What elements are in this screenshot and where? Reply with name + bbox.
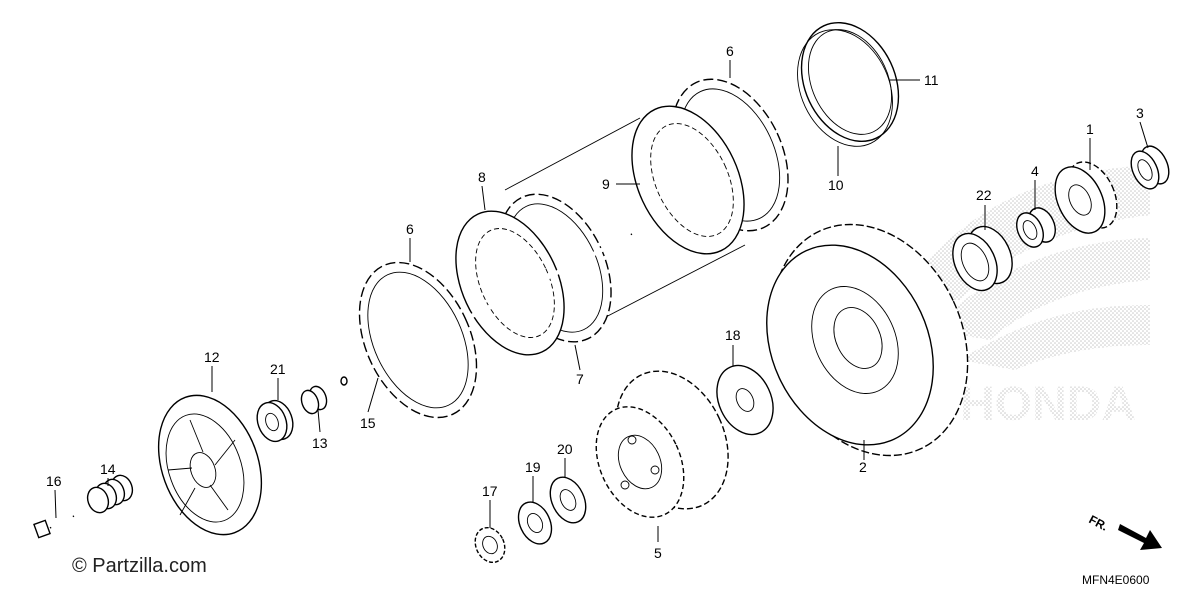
callout-8: 8 xyxy=(478,169,486,185)
callout-6-lower: 6 xyxy=(406,221,414,237)
callout-16: 16 xyxy=(46,473,62,489)
part-20-washer xyxy=(549,476,587,524)
part-13-lifter-piece xyxy=(300,385,328,415)
part-16-bolt xyxy=(33,515,75,539)
front-label: FR. xyxy=(1087,512,1111,533)
front-arrow-icon xyxy=(1118,524,1162,550)
partzilla-watermark: © Partzilla.com xyxy=(72,555,207,577)
part-1-gear-hub xyxy=(1054,161,1118,234)
front-direction-indicator: FR. xyxy=(1087,512,1162,550)
leader-lines xyxy=(54,60,1149,542)
honda-logo-text: HONDA xyxy=(960,378,1136,431)
callout-22: 22 xyxy=(976,187,992,203)
part-17-lock-nut xyxy=(474,526,506,564)
callout-14: 14 xyxy=(100,461,116,477)
callout-21: 21 xyxy=(270,361,286,377)
callout-15: 15 xyxy=(360,415,376,431)
callout-4: 4 xyxy=(1031,163,1039,179)
callout-12: 12 xyxy=(204,349,220,365)
part-3-bushing xyxy=(1130,145,1170,190)
part-5-clutch-center xyxy=(595,370,729,518)
part-4-collar xyxy=(1016,207,1056,248)
part-11-ring xyxy=(797,21,900,147)
part-19-lock-washer xyxy=(517,501,553,545)
stack-guide-line xyxy=(599,244,746,321)
callout-18: 18 xyxy=(725,327,741,343)
part-2-clutch-outer xyxy=(766,223,969,457)
callout-6-top: 6 xyxy=(726,43,734,59)
callout-9: 9 xyxy=(602,176,610,192)
part-6-friction-disc-lower xyxy=(358,261,478,419)
callout-3: 3 xyxy=(1136,105,1144,121)
callout-10: 10 xyxy=(828,177,844,193)
part-8-plain-plate xyxy=(455,210,565,356)
callout-13: 13 xyxy=(312,435,328,451)
callout-2: 2 xyxy=(859,459,867,475)
callout-labels: 1 2 3 4 5 6 6 7 8 9 10 11 12 13 14 15 16… xyxy=(46,43,1144,561)
callout-7: 7 xyxy=(576,371,584,387)
callout-17: 17 xyxy=(482,483,498,499)
part-14-spring xyxy=(86,474,134,514)
part-9-plain-plate xyxy=(631,105,745,255)
part-21-bearing xyxy=(256,399,294,443)
part-22-needle-bearing xyxy=(952,225,1013,292)
stack-guide-line xyxy=(504,117,641,191)
part-12-pressure-plate xyxy=(157,394,263,536)
callout-5: 5 xyxy=(654,545,662,561)
part-18-washer xyxy=(716,364,774,436)
callout-19: 19 xyxy=(525,459,541,475)
callout-11: 11 xyxy=(924,72,939,88)
callout-20: 20 xyxy=(557,441,573,457)
drawing-code: MFN4E0600 xyxy=(1082,573,1150,587)
callout-1: 1 xyxy=(1086,121,1094,137)
